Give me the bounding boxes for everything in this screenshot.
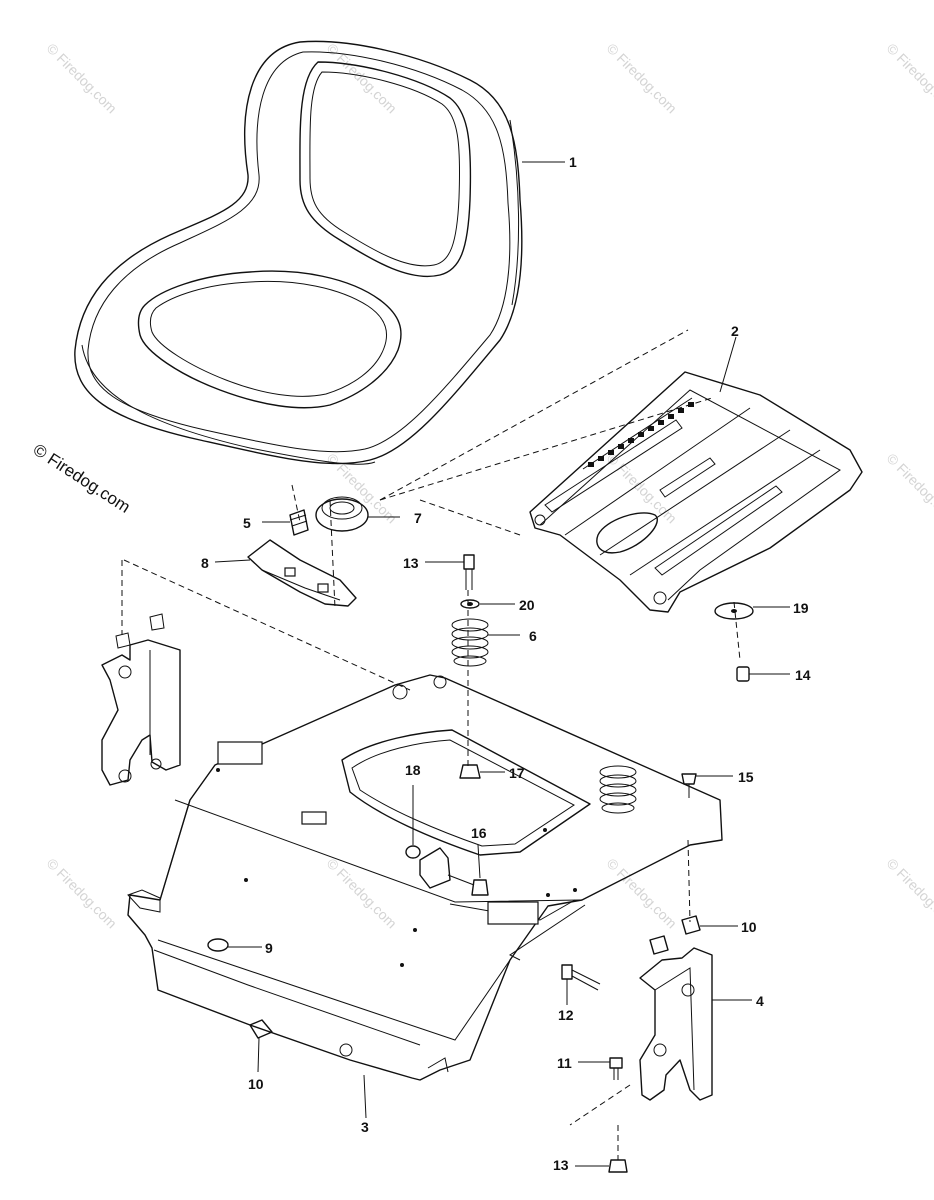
- washer-part-20: [460, 599, 515, 609]
- callout-13-bottom: 13: [553, 1157, 569, 1173]
- plate-adjust-slots: [588, 402, 694, 467]
- pin-part-12: [561, 964, 601, 1005]
- seat-part-1: [74, 40, 565, 465]
- callout-16: 16: [471, 825, 487, 841]
- washer-part-19: [714, 602, 790, 620]
- pivot-part-9: [207, 938, 262, 952]
- bracket-part-4: [639, 947, 752, 1101]
- seat-plate-part-2: [529, 336, 863, 613]
- callout-11: 11: [557, 1055, 572, 1071]
- bracket-left: [101, 613, 181, 786]
- callout-2: 2: [731, 323, 739, 339]
- callout-20: 20: [519, 597, 535, 613]
- bracket-part-8: [214, 539, 357, 607]
- clip-part-10-left: [249, 1019, 273, 1073]
- callout-17: 17: [509, 765, 525, 781]
- bolt-part-15: [681, 773, 733, 798]
- callout-4: 4: [756, 993, 764, 1009]
- nut-part-14: [736, 666, 790, 682]
- callout-14: 14: [795, 667, 811, 683]
- callout-10-left: 10: [248, 1076, 264, 1092]
- nut-part-17: [459, 764, 505, 779]
- nut-part-13-bottom: [575, 1159, 628, 1173]
- clip-part-10-right: [649, 915, 738, 955]
- callout-15: 15: [738, 769, 754, 785]
- callout-18: 18: [405, 762, 421, 778]
- spring-part-6: [451, 618, 520, 667]
- callout-7: 7: [414, 510, 422, 526]
- spring-right: [599, 765, 637, 814]
- bumper-part-7: [315, 496, 400, 532]
- spring-part-5: [262, 509, 309, 536]
- nut-part-18: [405, 785, 421, 859]
- seat-base-part-3: [127, 674, 723, 1119]
- callout-13-top: 13: [403, 555, 419, 571]
- callout-12: 12: [558, 1007, 574, 1023]
- callout-6: 6: [529, 628, 537, 644]
- callout-1: 1: [569, 154, 577, 170]
- callout-8: 8: [201, 555, 209, 571]
- bolt-part-13-top: [425, 554, 475, 590]
- callout-3: 3: [361, 1119, 369, 1135]
- callout-9: 9: [265, 940, 273, 956]
- callout-19: 19: [793, 600, 809, 616]
- dashed-guide-lines: [121, 329, 741, 1160]
- callout-5: 5: [243, 515, 251, 531]
- bolt-part-11: [578, 1057, 623, 1080]
- callout-10-right: 10: [741, 919, 757, 935]
- bolt-part-16: [419, 844, 489, 896]
